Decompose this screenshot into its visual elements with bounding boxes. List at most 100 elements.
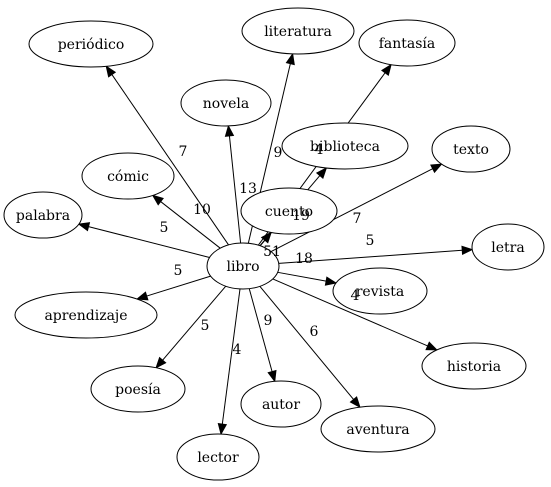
arrowhead-historia bbox=[425, 341, 439, 351]
node-label: lector bbox=[197, 450, 239, 466]
edge-weight-label: 13 bbox=[239, 181, 257, 197]
edge-weight-label: 7 bbox=[179, 144, 188, 160]
edge-weight-label: 9 bbox=[264, 313, 273, 329]
node-label: fantasía bbox=[379, 36, 436, 52]
node-comic: cómic bbox=[81, 152, 175, 200]
node-lector: lector bbox=[176, 433, 260, 481]
node-label: revista bbox=[356, 284, 405, 300]
node-cuento: cuento bbox=[240, 187, 338, 235]
edge-libro-aventura bbox=[259, 286, 354, 400]
edge-libro-palabra bbox=[88, 226, 210, 258]
node-label: literatura bbox=[264, 24, 332, 40]
node-ellipse bbox=[28, 20, 154, 68]
edge-weight-label: 5 bbox=[366, 233, 375, 249]
node-label: cómic bbox=[107, 169, 149, 185]
edges-layer bbox=[77, 52, 474, 436]
node-label: biblioteca bbox=[310, 139, 380, 155]
edge-weight-label: 51 bbox=[263, 244, 281, 260]
node-ellipse bbox=[421, 342, 527, 390]
node-ellipse bbox=[431, 125, 511, 173]
node-aprendizaje: aprendizaje bbox=[14, 291, 158, 339]
node-label: texto bbox=[453, 142, 489, 158]
edge-libro-autor bbox=[248, 288, 273, 372]
node-ellipse bbox=[81, 152, 175, 200]
node-ellipse bbox=[240, 380, 322, 428]
edge-weight-label: 18 bbox=[295, 251, 313, 267]
node-fantasia: fantasía bbox=[358, 19, 456, 67]
nodes-layer: libro periódico literatura fantasía novela bi… bbox=[3, 7, 545, 481]
edge-weight-label: 5 bbox=[160, 220, 169, 236]
node-ellipse bbox=[240, 187, 338, 235]
node-label: aventura bbox=[346, 422, 409, 438]
node-label: libro bbox=[226, 259, 259, 275]
arrowhead-texto bbox=[430, 163, 443, 174]
edge-weight-label: 9 bbox=[274, 145, 283, 161]
node-ellipse bbox=[206, 242, 280, 290]
edge-libro-novela bbox=[228, 135, 242, 244]
edge-libro-cuento bbox=[259, 239, 266, 247]
node-historia: historia bbox=[421, 342, 527, 390]
edge-weight-label: 19 bbox=[292, 208, 310, 224]
node-label: letra bbox=[491, 240, 524, 256]
edge-libro-texto bbox=[270, 168, 433, 253]
node-ellipse bbox=[281, 122, 409, 170]
arrowhead-palabra bbox=[77, 222, 91, 232]
node-ellipse bbox=[180, 79, 272, 127]
edge-libro-aprendizaje bbox=[146, 275, 211, 297]
edge-weight-label: 4 bbox=[351, 288, 360, 304]
edge-libro-periodico bbox=[111, 74, 229, 246]
node-ellipse bbox=[358, 19, 456, 67]
arrowhead-biblioteca bbox=[315, 166, 328, 180]
node-label: palabra bbox=[16, 208, 70, 224]
edge-libro-lector bbox=[221, 288, 241, 425]
node-texto: texto bbox=[431, 125, 511, 173]
node-ellipse bbox=[471, 223, 545, 271]
arrowhead-revista bbox=[324, 276, 338, 286]
edge-libro-letra bbox=[278, 249, 463, 264]
edge-weight-label: 4 bbox=[315, 142, 324, 158]
node-ellipse bbox=[3, 191, 83, 239]
node-label: aprendizaje bbox=[44, 308, 127, 324]
node-periodico: periódico bbox=[28, 20, 154, 68]
edge-libro-historia bbox=[272, 278, 428, 347]
node-poesia: poesía bbox=[90, 365, 186, 413]
node-ellipse bbox=[90, 365, 186, 413]
node-ellipse bbox=[320, 405, 436, 453]
arrowhead-autor bbox=[267, 369, 277, 383]
edge-weight-label: 5 bbox=[174, 263, 183, 279]
node-letra: letra bbox=[471, 223, 545, 271]
node-label: autor bbox=[262, 397, 300, 413]
node-literatura: literatura bbox=[241, 7, 355, 55]
arrowhead-letra bbox=[461, 245, 474, 256]
edge-weight-label: 10 bbox=[193, 202, 211, 218]
node-ellipse bbox=[332, 267, 428, 315]
edge-weight-label: 7 bbox=[353, 211, 362, 227]
node-aventura: aventura bbox=[320, 405, 436, 453]
arrowhead-cuento bbox=[260, 231, 273, 244]
node-libro: libro bbox=[206, 242, 280, 290]
node-biblioteca: biblioteca bbox=[281, 122, 409, 170]
node-ellipse bbox=[14, 291, 158, 339]
node-autor: autor bbox=[240, 380, 322, 428]
arrowhead-aventura bbox=[349, 396, 361, 409]
edge-weight-label: 6 bbox=[310, 324, 319, 340]
edge-libro-comic bbox=[160, 201, 221, 249]
node-novela: novela bbox=[180, 79, 272, 127]
edge-libro-revista bbox=[277, 271, 327, 282]
arrowhead-comic bbox=[151, 194, 164, 206]
node-label: periódico bbox=[58, 37, 125, 53]
arrowhead-poesia bbox=[155, 356, 167, 369]
arrowhead-fantasia bbox=[381, 63, 392, 76]
arrowhead-lector bbox=[217, 423, 228, 436]
node-revista: revista bbox=[332, 267, 428, 315]
edge-weight-label: 5 bbox=[201, 318, 210, 334]
node-label: poesía bbox=[115, 382, 161, 398]
arrowhead-literatura bbox=[285, 52, 295, 66]
node-label: cuento bbox=[265, 204, 313, 220]
node-ellipse bbox=[241, 7, 355, 55]
arrowhead-aprendizaje bbox=[135, 291, 149, 301]
node-palabra: palabra bbox=[3, 191, 83, 239]
node-label: novela bbox=[203, 96, 249, 112]
